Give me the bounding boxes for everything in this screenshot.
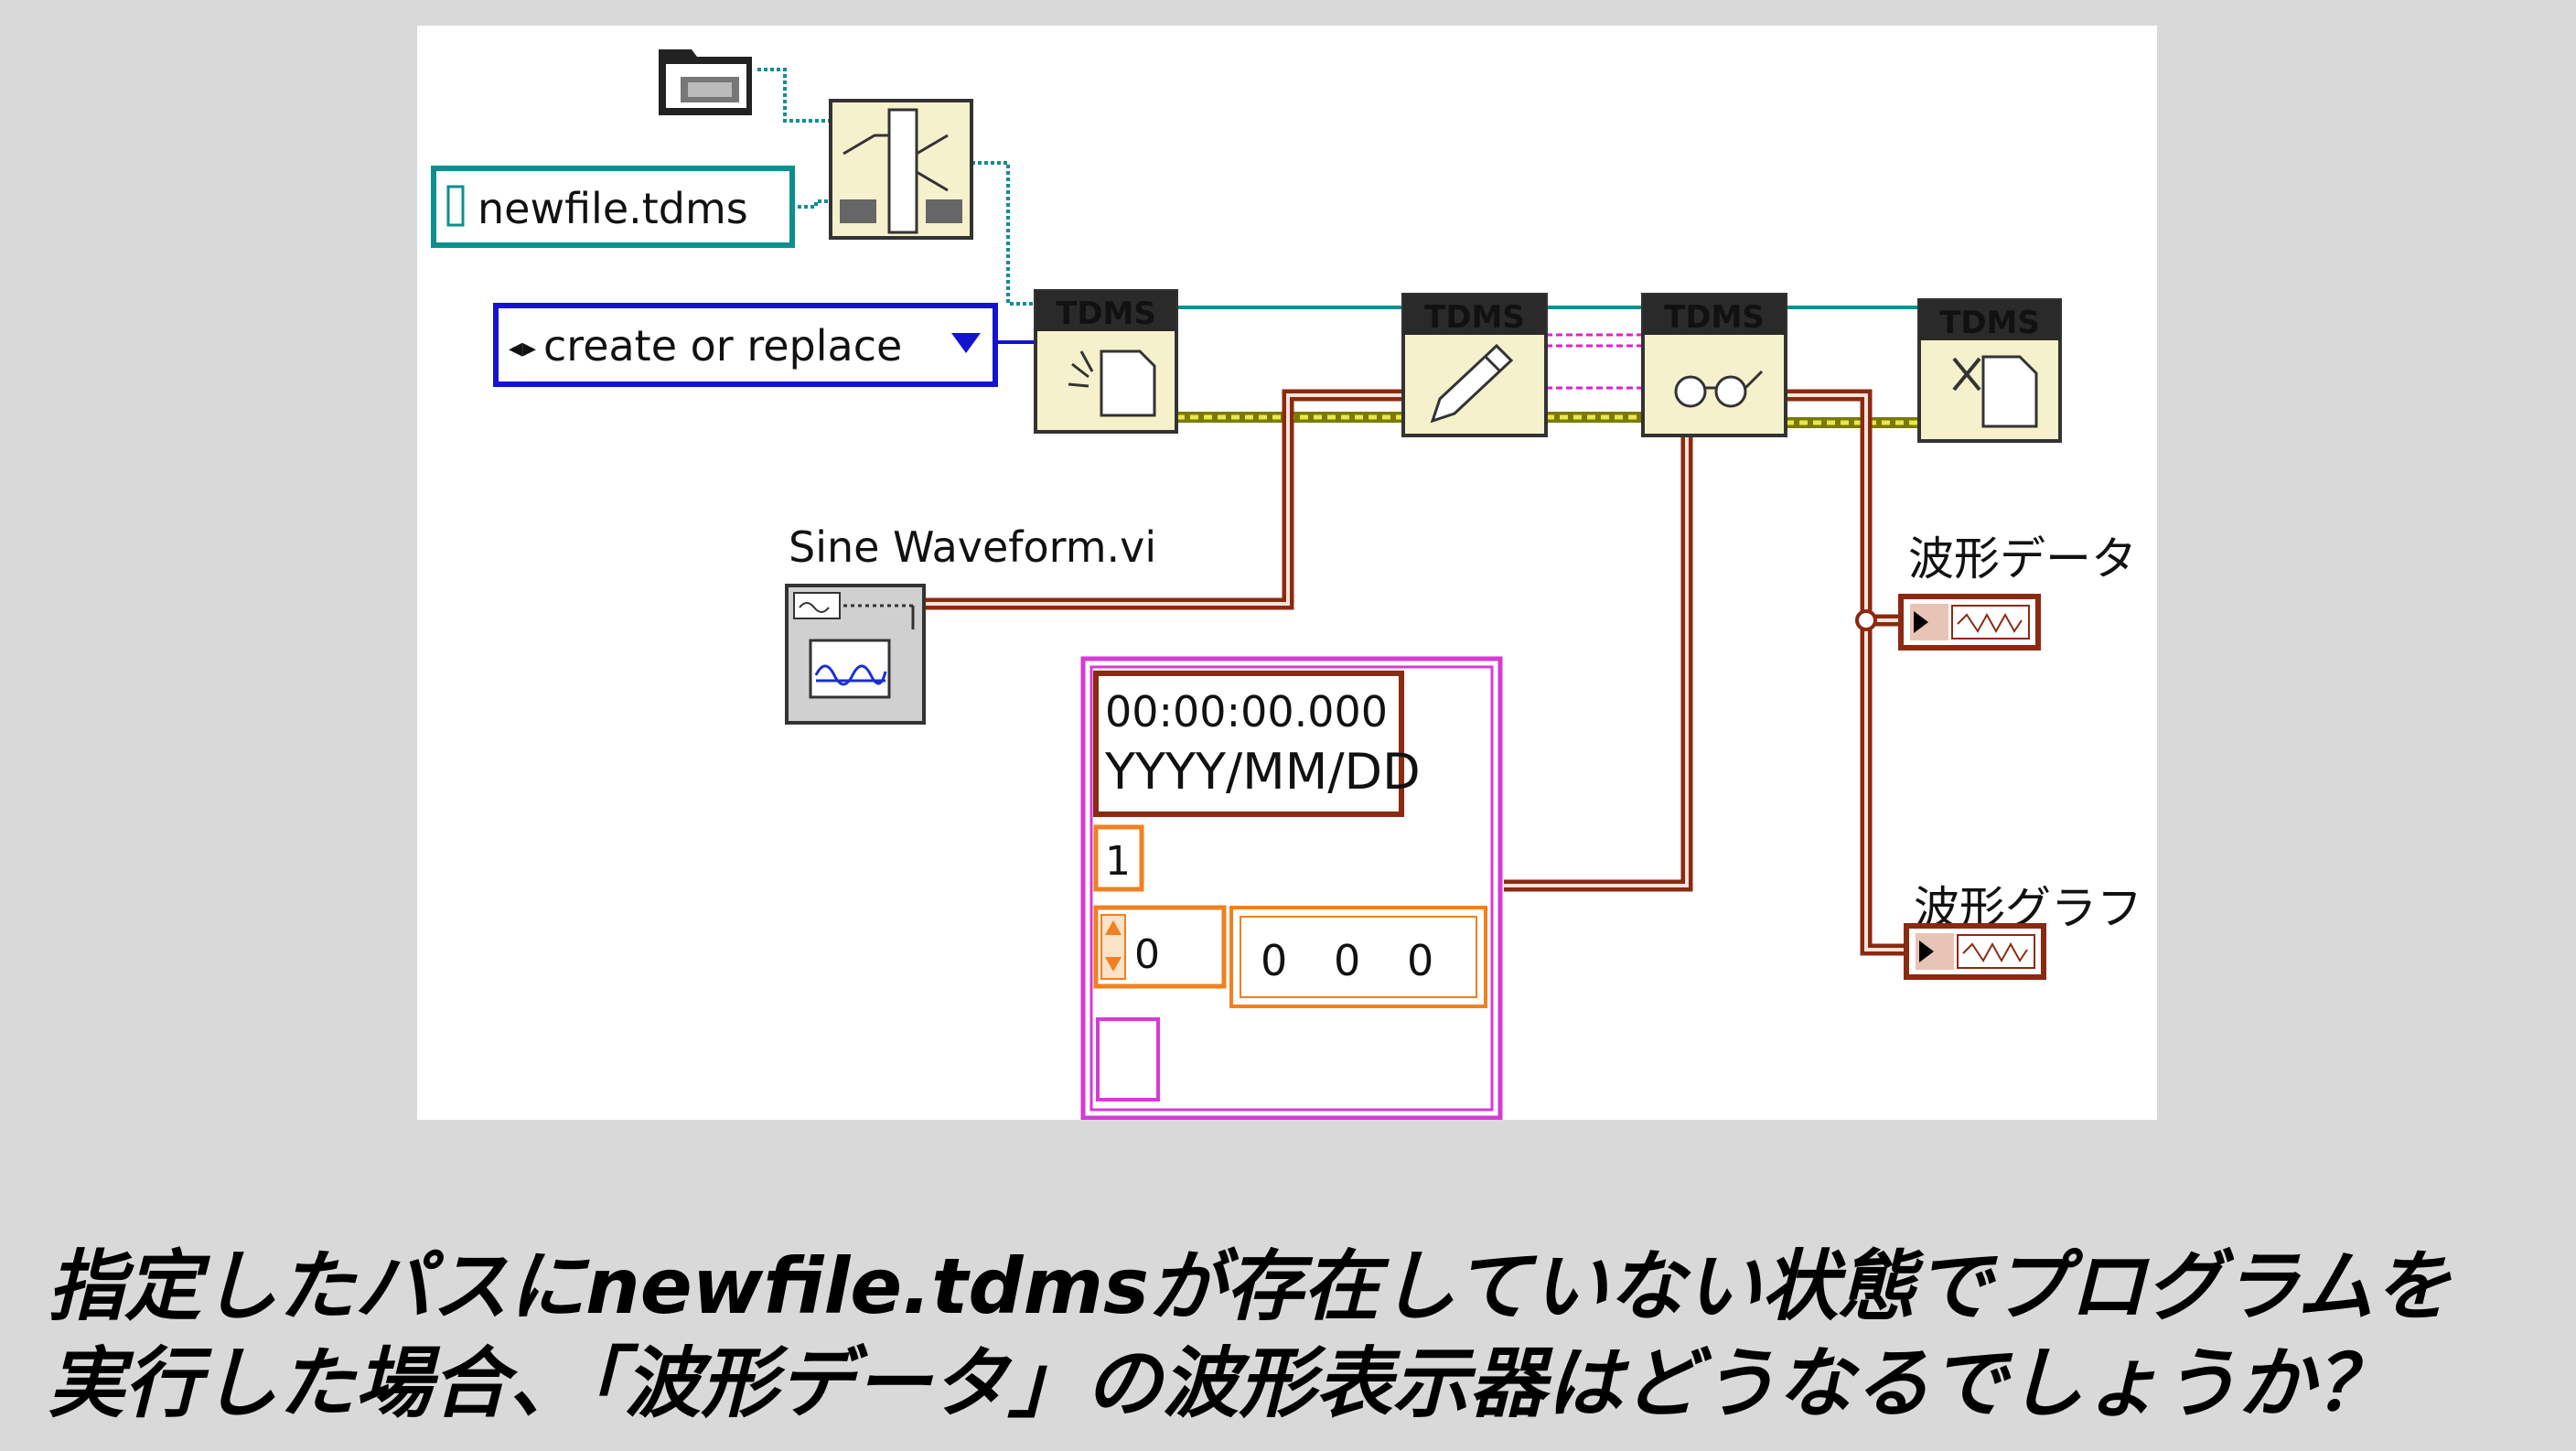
operation-enum[interactable]: ◂▸ create or replace — [493, 303, 998, 387]
build-path-icon[interactable] — [829, 99, 973, 240]
waveform-wires[interactable] — [926, 389, 1906, 956]
sine-waveform-label: Sine Waveform.vi — [789, 522, 1156, 572]
question-line-1: 指定したパスにnewfile.tdmsが存在していない状態でプログラムを — [48, 1241, 2451, 1331]
wire-junction — [1855, 609, 1877, 631]
svg-text:TDMS: TDMS — [1424, 299, 1525, 336]
index-value: 0 — [1134, 931, 1160, 978]
svg-text:TDMS: TDMS — [1939, 305, 2040, 341]
tdms-close-icon[interactable]: TDMS — [1917, 298, 2062, 443]
waveform-indicator-icon[interactable] — [1898, 594, 2041, 650]
dt-value: 1 — [1105, 838, 1131, 885]
path-wires[interactable] — [757, 68, 1919, 309]
svg-text:TDMS: TDMS — [1664, 299, 1765, 336]
folder-icon[interactable] — [659, 49, 752, 115]
sine-waveform-icon[interactable] — [785, 584, 926, 725]
tdms-open-icon[interactable]: TDMS — [1034, 289, 1178, 434]
index-up-icon[interactable] — [1105, 920, 1122, 935]
waveform-data-label: 波形データ — [1908, 532, 2137, 586]
tdms-read-icon[interactable]: TDMS — [1641, 293, 1787, 437]
date-format-value: YYYY/MM/DD — [1104, 743, 1421, 801]
waveform-constant[interactable]: 00:00:00.000 YYYY/MM/DD 1 0 0 0 0 — [1080, 656, 1503, 1120]
path-constant[interactable]: newfile.tdms — [431, 166, 795, 248]
block-diagram-canvas: newfile.tdms ◂▸ create or replace TDMS T… — [417, 26, 2157, 1120]
error-wires[interactable] — [1546, 333, 1643, 390]
timestamp-value: 00:00:00.000 — [1105, 687, 1388, 736]
block-diagram: newfile.tdms ◂▸ create or replace TDMS T… — [431, 49, 2142, 1120]
array-element: 0 — [1334, 936, 1360, 985]
array-element: 0 — [1407, 936, 1433, 985]
array-element: 0 — [1261, 936, 1287, 985]
chevron-down-icon[interactable] — [951, 333, 981, 353]
question-line-2: 実行した場合、「波形データ」の波形表示器はどうなるでしょうか？ — [48, 1338, 2392, 1428]
path-constant-text: newfile.tdms — [478, 184, 748, 233]
enum-value: create or replace — [543, 321, 902, 371]
tdms-write-icon[interactable]: TDMS — [1401, 293, 1548, 437]
enum-arrows-icon: ◂▸ — [509, 332, 536, 364]
index-down-icon[interactable] — [1105, 957, 1122, 972]
waveform-indicator-icon[interactable] — [1904, 923, 2046, 980]
svg-text:TDMS: TDMS — [1056, 296, 1156, 332]
